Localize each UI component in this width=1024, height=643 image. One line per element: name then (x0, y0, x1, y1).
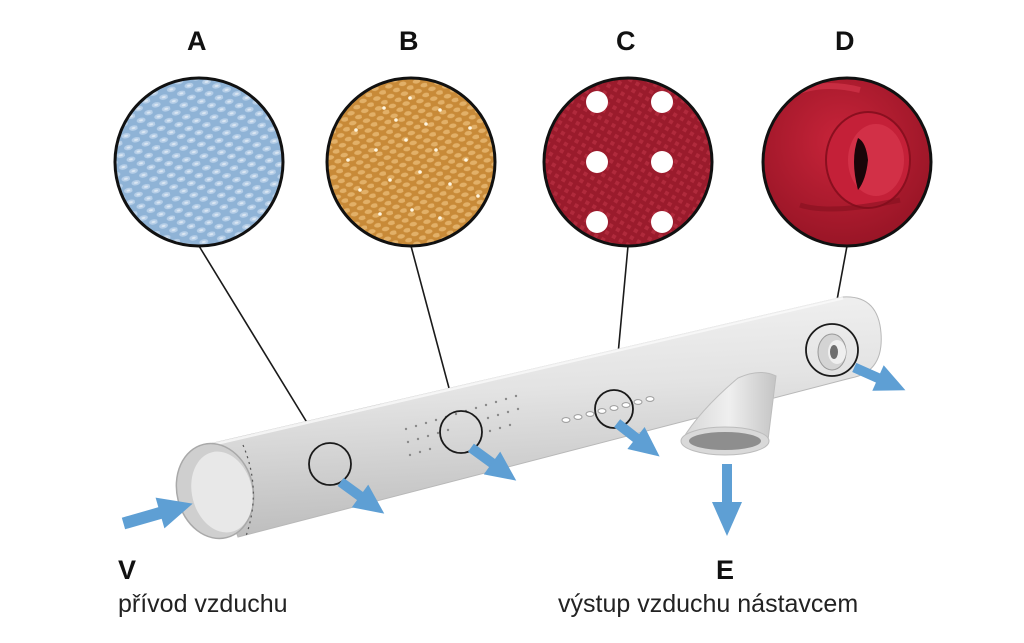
label-d: D (835, 26, 855, 56)
outlet-nozzle (680, 372, 777, 456)
arrow-d (852, 362, 906, 391)
arrow-b (468, 443, 517, 481)
label-c: C (616, 26, 636, 56)
side-outlet-d (817, 333, 847, 371)
leader-line-a (198, 245, 326, 453)
magnifier-d (761, 76, 933, 248)
arrow-a (337, 477, 385, 514)
caption-outlet: výstup vzduchu nástavcem (558, 590, 859, 618)
marker-b (439, 410, 483, 454)
magnifier-a (113, 76, 285, 248)
holes-row-c (561, 396, 655, 423)
textile-duct (175, 296, 882, 540)
marker-a (308, 442, 352, 486)
magnifier-b (325, 76, 497, 248)
marker-c (594, 389, 634, 429)
label-a: A (187, 26, 207, 56)
label-b: B (399, 26, 419, 56)
magnifier-c (542, 76, 714, 248)
marker-d (805, 323, 859, 377)
arrow-inlet (121, 497, 193, 530)
perforation-field-b (404, 394, 520, 457)
airflow-arrows (121, 362, 906, 536)
label-v: V (118, 555, 137, 585)
arrow-e (712, 464, 742, 536)
caption-inlet: přívod vzduchu (118, 590, 288, 618)
arrow-c (614, 419, 660, 457)
label-e: E (716, 555, 735, 585)
